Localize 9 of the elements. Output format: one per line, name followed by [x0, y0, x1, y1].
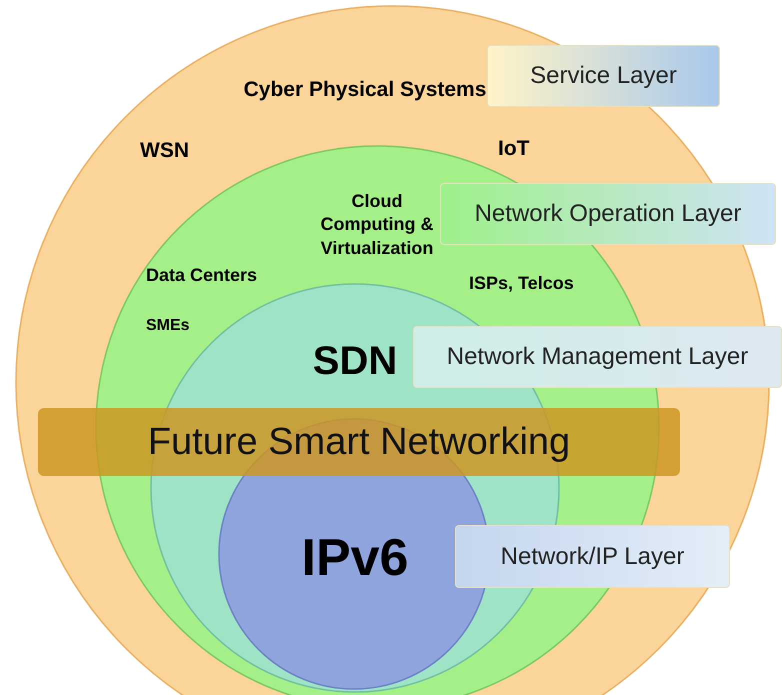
circle-title: IPv6	[300, 528, 410, 589]
circle-title: SDN	[312, 338, 398, 385]
region-label: WSN	[140, 138, 190, 164]
region-label: IoT	[498, 136, 530, 162]
region-label: Cloud Computing & Virtualization	[320, 190, 434, 260]
region-label: ISPs, Telcos	[469, 272, 575, 295]
region-label: Data Centers	[146, 264, 258, 287]
circle-title: Cyber Physical Systems	[242, 77, 488, 103]
region-label: SMEs	[146, 316, 191, 336]
